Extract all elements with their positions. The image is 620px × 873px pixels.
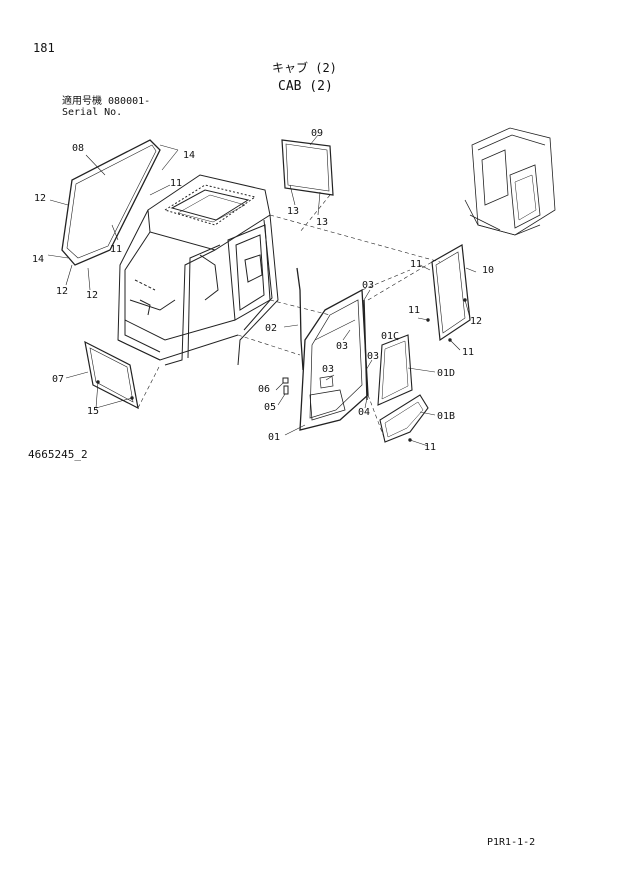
callout-14: 14: [32, 254, 44, 265]
callout-01B: 01B: [437, 411, 455, 422]
callout-11: 11: [408, 305, 420, 316]
callout-05: 05: [264, 402, 276, 413]
callout-03: 03: [367, 351, 379, 362]
callout-11: 11: [110, 244, 122, 255]
callout-02: 02: [265, 323, 277, 334]
serial-label-japanese: 適用号機 080001-: [62, 96, 151, 107]
alignment-lines: [137, 194, 441, 441]
callout-11: 11: [424, 442, 436, 453]
serial-label: Serial No.: [62, 107, 123, 118]
callout-11: 11: [170, 178, 182, 189]
cab-frame: [117, 174, 279, 366]
callout-11: 11: [462, 347, 474, 358]
drawing-number: 4665245_2: [28, 448, 88, 461]
reference-cab-view: [464, 127, 556, 236]
callout-13: 13: [287, 206, 299, 217]
callout-11: 11: [410, 259, 422, 270]
callout-01: 01: [268, 432, 280, 443]
gas-strut-04: [363, 299, 368, 401]
leader-lines: [47, 134, 477, 447]
title-japanese: キャブ (2): [272, 61, 337, 75]
callout-12: 12: [86, 290, 98, 301]
callout-12: 12: [34, 193, 46, 204]
callout-labels: 08 14 11 12 11 14 12 12 09 13 13 02 03 0…: [32, 128, 494, 453]
callout-12: 12: [56, 286, 68, 297]
upper-glass-09: [281, 139, 334, 196]
callout-13: 13: [316, 217, 328, 228]
callout-12: 12: [470, 316, 482, 327]
callout-09: 09: [311, 128, 323, 139]
callout-03: 03: [322, 364, 334, 375]
weatherstrip-02: [296, 267, 304, 371]
callout-07: 07: [52, 374, 64, 385]
windshield-glass-08: [61, 139, 161, 266]
door-glass-01B: [379, 394, 429, 443]
callout-01C: 01C: [381, 331, 399, 342]
callout-01D: 01D: [437, 368, 455, 379]
callout-08: 08: [72, 143, 84, 154]
page-number: 181: [33, 41, 55, 55]
callout-04: 04: [358, 407, 370, 418]
callout-06: 06: [258, 384, 270, 395]
marker-dots: [96, 298, 467, 442]
page-code: P1R1-1-2: [487, 837, 536, 848]
callout-14: 14: [183, 150, 195, 161]
callout-10: 10: [482, 265, 494, 276]
callout-15: 15: [87, 406, 99, 417]
hardware-06-05: [282, 377, 289, 395]
callout-03: 03: [362, 280, 374, 291]
side-glass-10: [431, 244, 471, 342]
lower-glass-07: [84, 340, 139, 410]
page-title: CAB (2): [278, 79, 333, 94]
callout-03: 03: [336, 341, 348, 352]
door-glass-01C: [377, 334, 413, 406]
